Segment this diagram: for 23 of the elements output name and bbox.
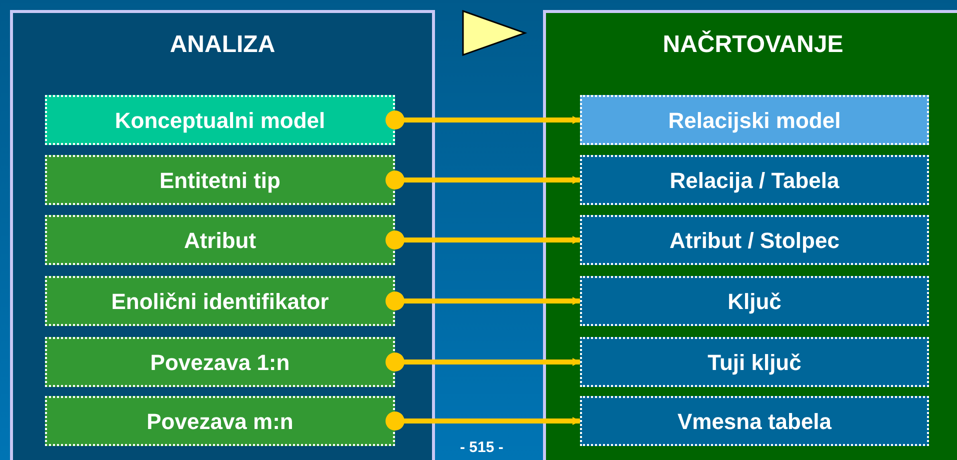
concept-box: Vmesna tabela [580,396,929,446]
panel [10,10,435,460]
panel-heading: ANALIZA [168,30,276,60]
concept-box: Relacija / Tabela [580,155,929,205]
concept-box: Enolični identifikator [45,276,395,326]
concept-box: Entitetni tip [45,155,395,205]
panel-heading: NAČRTOVANJE [662,30,844,60]
arrow [386,412,580,430]
concept-box: Atribut / Stolpec [580,215,929,265]
concept-box: Ključ [580,276,929,326]
concept-box: Povezava m:n [45,396,395,446]
arrow [386,110,580,130]
concept-box: Atribut [45,215,395,265]
page-number: - 515 - [460,438,504,458]
concept-box: Povezava 1:n [45,337,395,387]
concept-box: Konceptualni model [45,95,395,145]
concept-box: Tuji ključ [580,337,929,387]
concept-box: Relacijski model [580,95,929,145]
arrow [386,352,580,372]
arrow [386,230,580,250]
arrow [386,292,580,310]
arrow [386,170,580,190]
panel [543,10,957,460]
